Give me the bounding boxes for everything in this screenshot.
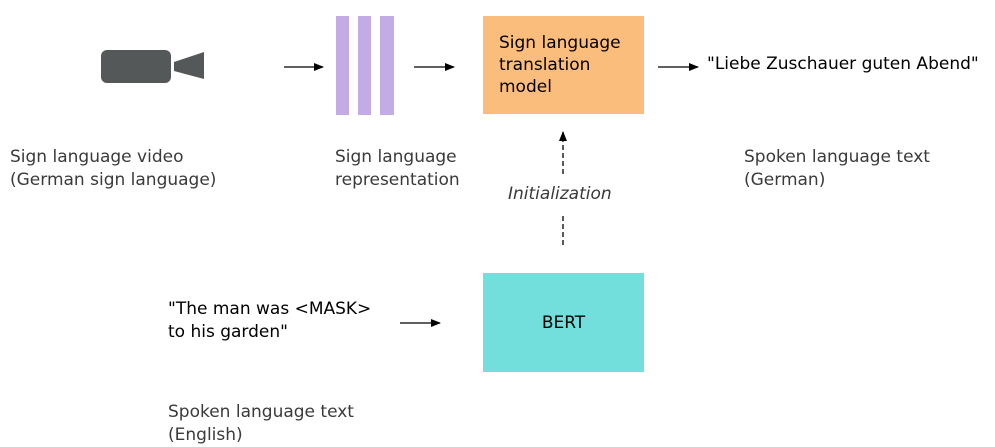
output-german-quote: "Liebe Zuschauer guten Abend" <box>707 54 979 74</box>
translation-model-label: Sign language translation model <box>499 33 621 97</box>
input-english-quote-line1: "The man was <MASK> <box>168 299 372 319</box>
video-camera-icon <box>101 50 204 83</box>
sign-video-caption: Sign language video (German sign languag… <box>10 146 216 192</box>
bert-box: BERT <box>483 273 644 372</box>
initialization-label: Initialization <box>508 184 612 204</box>
sign-video-caption-line1: Sign language video <box>10 147 184 167</box>
sign-representation-bars <box>336 16 394 115</box>
sign-representation-caption-line2: representation <box>335 170 460 190</box>
sign-representation-caption-line1: Sign language <box>335 147 457 167</box>
bert-label: BERT <box>541 312 586 333</box>
translation-model-box: Sign language translation model <box>483 16 644 114</box>
output-caption-line1: Spoken language text <box>744 147 930 167</box>
output-caption-line2: (German) <box>744 170 826 190</box>
sign-representation-caption: Sign language representation <box>335 146 460 192</box>
input-caption-line1: Spoken language text <box>168 402 354 422</box>
input-english-quote-line2: to his garden" <box>168 322 288 342</box>
input-caption: Spoken language text (English) <box>168 401 354 447</box>
input-english-quote: "The man was <MASK> to his garden" <box>168 298 371 344</box>
sign-video-caption-line2: (German sign language) <box>10 170 217 190</box>
output-caption: Spoken language text (German) <box>744 146 930 192</box>
input-caption-line2: (English) <box>168 425 243 445</box>
